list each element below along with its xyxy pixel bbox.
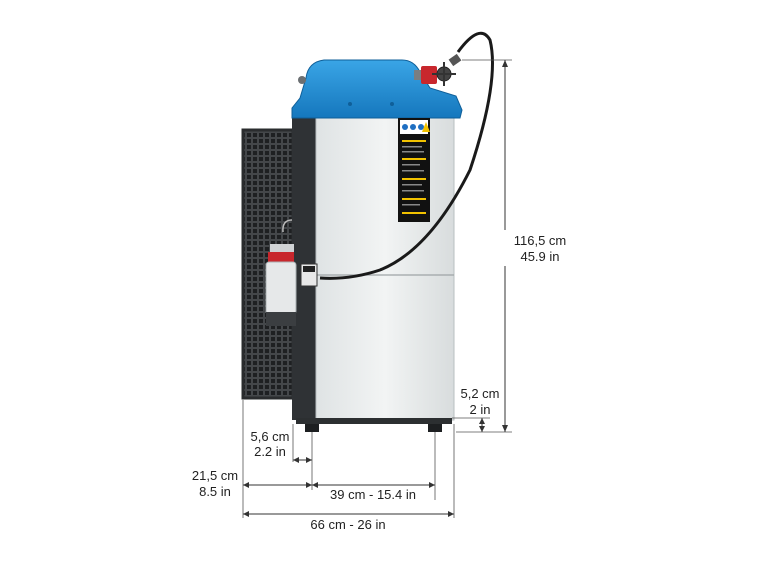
frame-offset-metric: 5,6 cm xyxy=(250,429,289,444)
foot-left xyxy=(305,424,319,432)
cover-bolt-icon xyxy=(298,76,306,84)
warning-label xyxy=(398,118,430,222)
filling-hose xyxy=(319,31,494,280)
foot-right xyxy=(428,424,442,432)
feet-height-imperial: 2 in xyxy=(470,402,491,417)
unit-width-label: 39 cm - 15.4 in xyxy=(330,487,416,502)
feet-height-metric: 5,2 cm xyxy=(460,386,499,401)
frame-depth-metric: 21,5 cm xyxy=(192,468,238,483)
frame-depth-imperial: 8.5 in xyxy=(199,484,231,499)
height-total-imperial: 45.9 in xyxy=(520,249,559,264)
cabinet-base xyxy=(296,418,452,424)
compressor-unit xyxy=(241,31,494,432)
filling-valve xyxy=(414,53,462,86)
height-total-metric: 116,5 cm xyxy=(514,233,567,248)
total-width-label: 66 cm - 26 in xyxy=(310,517,385,532)
frame-offset-imperial: 2.2 in xyxy=(254,444,286,459)
dimension-annotations: 116,5 cm 45.9 in 5,2 cm 2 in 5,6 cm 2.2 … xyxy=(192,59,567,532)
condensate-bottle xyxy=(265,219,297,326)
